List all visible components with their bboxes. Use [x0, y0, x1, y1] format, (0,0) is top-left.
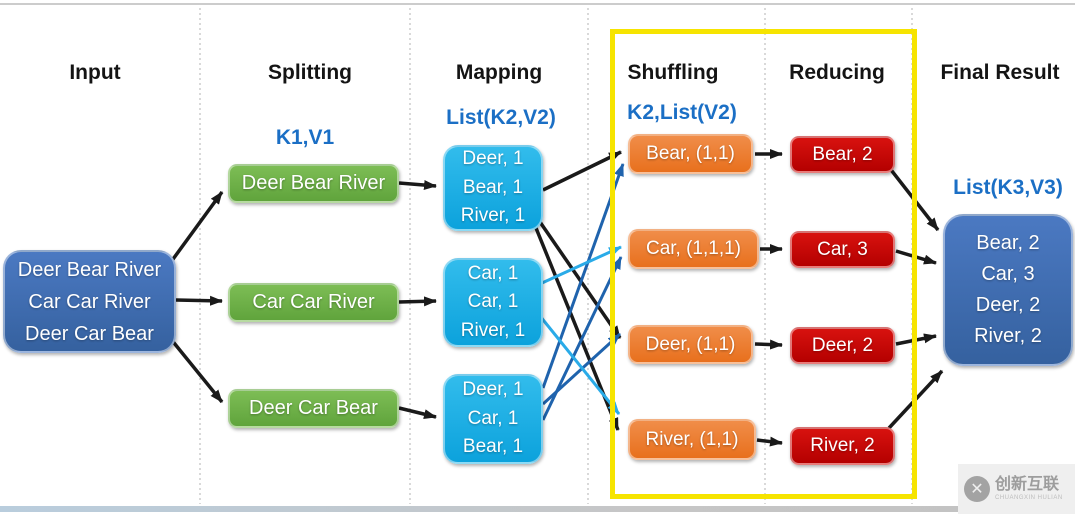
column-header-splitting: Splitting: [268, 61, 352, 84]
map-pair: Bear, 1: [462, 176, 524, 198]
final-line: Car, 3: [981, 263, 1035, 285]
watermark-brand: 创新互联: [995, 476, 1060, 493]
shuffle-box-river: River, (1,1): [628, 419, 756, 460]
map-box-1: Deer, 1 Bear, 1 River, 1: [443, 145, 543, 231]
split-box-1: Deer Bear River: [228, 164, 399, 203]
input-line: Deer Bear River: [17, 258, 162, 281]
final-result-box: Bear, 2 Car, 3 Deer, 2 River, 2: [943, 214, 1073, 366]
map-pair: Car, 1: [467, 262, 519, 284]
stage-label-list-k3v3: List(K3,V3): [953, 176, 1063, 199]
top-divider-line: [0, 3, 1075, 5]
reduce-box-car: Car, 3: [790, 231, 895, 268]
reduce-box-deer: Deer, 2: [790, 327, 895, 364]
column-header-input: Input: [69, 61, 121, 84]
final-line: Bear, 2: [976, 232, 1040, 254]
map-pair: Car, 1: [467, 407, 519, 429]
split-box-2: Car Car River: [228, 283, 399, 322]
watermark: ✕ 创新互联 CHUANGXIN HULIAN: [958, 464, 1075, 514]
shuffle-box-deer: Deer, (1,1): [628, 325, 753, 364]
bottom-divider-bar: [0, 506, 1075, 512]
final-line: River, 2: [974, 325, 1042, 347]
column-header-final-result: Final Result: [940, 61, 1060, 84]
watermark-text: 创新互联 CHUANGXIN HULIAN: [995, 476, 1063, 502]
input-line: Car Car River: [28, 290, 151, 313]
reduce-box-river: River, 2: [790, 427, 895, 465]
split-box-3: Deer Car Bear: [228, 389, 399, 428]
shuffle-box-bear: Bear, (1,1): [628, 134, 753, 174]
watermark-subtext: CHUANGXIN HULIAN: [995, 495, 1063, 501]
map-pair: Bear, 1: [462, 436, 524, 458]
shuffle-box-car: Car, (1,1,1): [628, 229, 759, 269]
map-pair: Car, 1: [467, 291, 519, 313]
input-box: Deer Bear River Car Car River Deer Car B…: [3, 250, 176, 353]
column-header-shuffling: Shuffling: [627, 61, 719, 84]
column-header-reducing: Reducing: [789, 61, 885, 84]
watermark-logo-icon: ✕: [964, 476, 990, 502]
final-line: Deer, 2: [975, 294, 1041, 316]
stage-label-list-k2v2: List(K2,V2): [446, 106, 556, 129]
map-pair: River, 1: [460, 319, 526, 341]
reduce-box-bear: Bear, 2: [790, 136, 895, 173]
stage-label-k1v1: K1,V1: [275, 126, 335, 149]
map-pair: River, 1: [460, 205, 526, 227]
stage-label-k2-list-v2: K2,List(V2): [627, 101, 737, 124]
column-header-mapping: Mapping: [455, 61, 543, 84]
map-box-2: Car, 1 Car, 1 River, 1: [443, 258, 543, 347]
map-pair: Deer, 1: [462, 379, 524, 401]
input-line: Deer Car Bear: [25, 322, 154, 345]
map-pair: Deer, 1: [462, 148, 524, 170]
map-box-3: Deer, 1 Car, 1 Bear, 1: [443, 374, 543, 464]
